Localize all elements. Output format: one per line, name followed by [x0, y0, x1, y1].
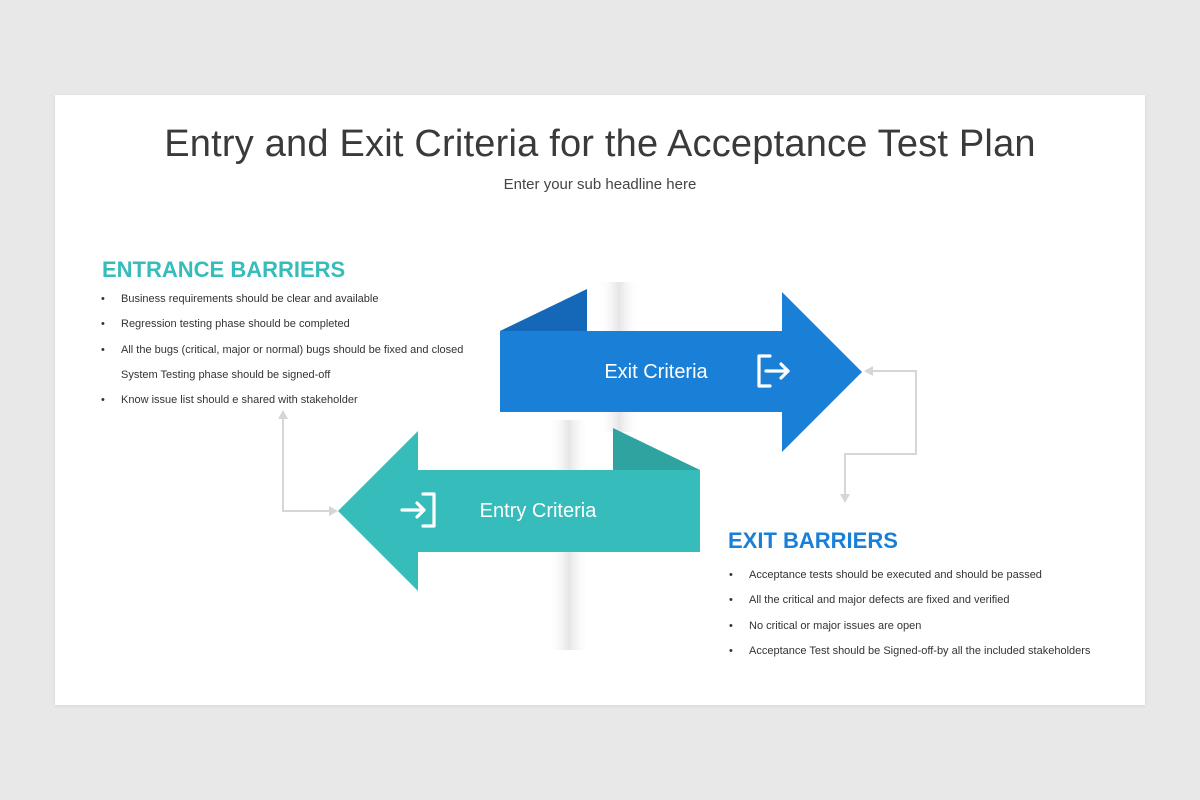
- bullet: •: [729, 644, 733, 657]
- list-item: • Acceptance tests should be executed and…: [729, 568, 1129, 593]
- page-title: Entry and Exit Criteria for the Acceptan…: [164, 123, 1036, 165]
- entry-arrow-body: [338, 431, 700, 591]
- connector-right-arrowhead-down: [840, 494, 850, 503]
- list-item: • All the critical and major defects are …: [729, 593, 1129, 618]
- connector-left-arrowhead-up: [278, 410, 288, 419]
- list-item: • Business requirements should be clear a…: [101, 292, 481, 317]
- list-item-text: No critical or major issues are open: [749, 619, 922, 632]
- bullet: •: [101, 318, 105, 331]
- connector-left-arrowhead-right: [329, 506, 338, 516]
- list-item-text: Acceptance Test should be Signed-off-by …: [749, 644, 1091, 657]
- entry-criteria-arrow: Entry Criteria: [338, 428, 700, 591]
- list-item: • Know issue list should e shared with st…: [101, 393, 481, 418]
- page-subtitle: Enter your sub headline here: [503, 176, 697, 193]
- exit-arrow-fold: [500, 289, 587, 331]
- list-item-text: All the critical and major defects are f…: [749, 594, 1010, 607]
- entry-criteria-label: Entry Criteria: [480, 500, 598, 522]
- exit-criteria-label: Exit Criteria: [604, 361, 708, 383]
- login-icon: [400, 492, 436, 528]
- logout-icon: [757, 354, 790, 388]
- list-item: • Acceptance Test should be Signed-off-by…: [729, 644, 1129, 669]
- bullet: •: [101, 293, 105, 305]
- bullet: •: [101, 343, 105, 356]
- bullet: •: [729, 619, 733, 632]
- entrance-barriers-heading: ENTRANCE BARRIERS: [102, 257, 346, 282]
- bullet: •: [729, 569, 733, 581]
- entrance-barriers-list: • Business requirements should be clear a…: [101, 292, 481, 418]
- list-item-text: System Testing phase should be signed-of…: [121, 368, 331, 381]
- connector-right-line: [844, 370, 917, 495]
- list-item: • All the bugs (critical, major or normal…: [101, 343, 481, 368]
- connector-right-arrowhead-left: [864, 366, 873, 376]
- exit-criteria-arrow: Exit Criteria: [500, 289, 862, 452]
- list-item: • Regression testing phase should be comp…: [101, 317, 481, 342]
- exit-barriers-heading: EXIT BARRIERS: [728, 528, 898, 553]
- exit-arrow-body: [500, 292, 862, 452]
- list-item-text: Regression testing phase should be compl…: [121, 318, 350, 331]
- list-item: • No critical or major issues are open: [729, 619, 1129, 644]
- list-item-text: Acceptance tests should be executed and …: [749, 569, 1042, 581]
- list-item: System Testing phase should be signed-of…: [101, 368, 481, 393]
- bullet: •: [729, 594, 733, 607]
- connector-left: [278, 410, 338, 516]
- bullet: •: [101, 394, 105, 407]
- exit-barriers-list: • Acceptance tests should be executed and…: [729, 568, 1129, 669]
- connector-left-line: [282, 418, 330, 512]
- entry-arrow-fold: [613, 428, 700, 470]
- list-item-text: Business requirements should be clear an…: [121, 293, 379, 305]
- connector-right: [840, 366, 917, 503]
- list-item-text: Know issue list should e shared with sta…: [121, 394, 358, 407]
- list-item-text: All the bugs (critical, major or normal)…: [121, 343, 464, 356]
